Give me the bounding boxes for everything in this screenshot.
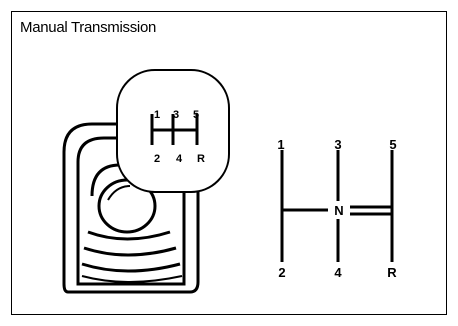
shift-pattern xyxy=(280,150,394,262)
gear-label-3: 3 xyxy=(334,137,341,152)
diagram-title: Manual Transmission xyxy=(20,19,157,36)
gear-label-R: R xyxy=(387,265,397,280)
knob-label-top-1: 1 xyxy=(154,109,160,121)
gear-label-4: 4 xyxy=(334,265,342,280)
gear-label-neutral: N xyxy=(334,203,343,218)
gear-label-5: 5 xyxy=(389,137,396,152)
knob-label-bottom-3: R xyxy=(197,153,205,165)
gear-label-1: 1 xyxy=(277,137,284,152)
knob-shift-pattern xyxy=(150,114,199,145)
knob-label-top-3: 5 xyxy=(193,109,199,121)
knob-label-bottom-1: 2 xyxy=(154,153,160,165)
knob-label-bottom-2: 4 xyxy=(176,153,183,165)
gear-label-2: 2 xyxy=(278,265,285,280)
knob-label-top-2: 3 xyxy=(173,109,179,121)
